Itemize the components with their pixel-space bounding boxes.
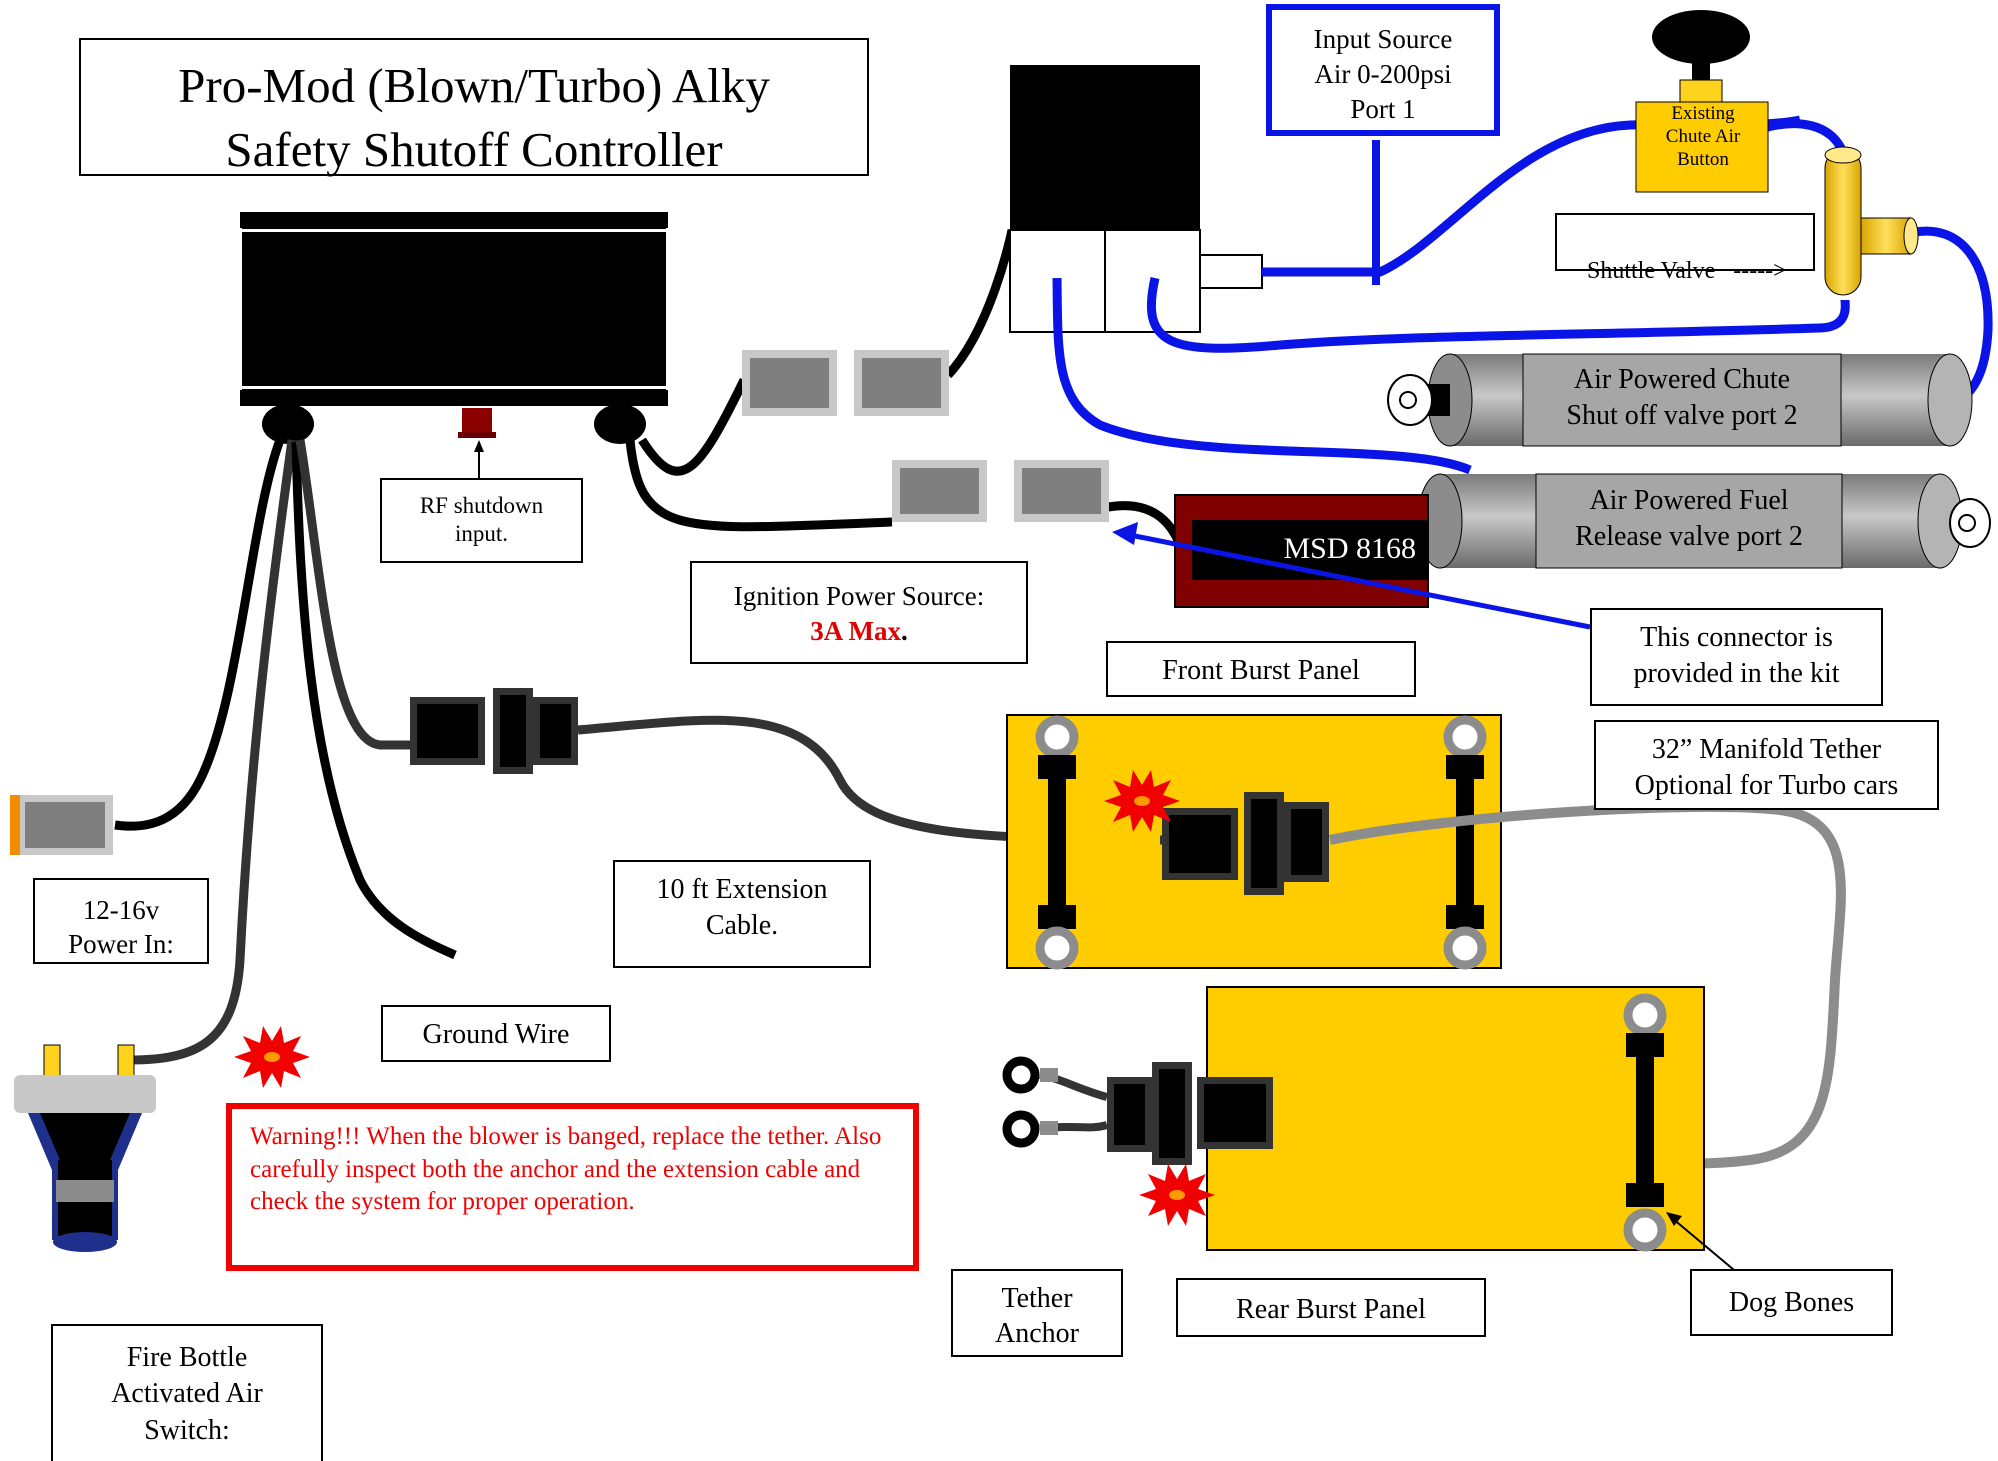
page-title: Pro-Mod (Blown/Turbo) Alky Safety Shutof… <box>79 38 869 177</box>
burst-icon <box>1104 770 1180 832</box>
fuel-valve-line-2: Release valve port 2 <box>1575 521 1803 553</box>
extension-cable-label: 10 ft Extension Cable. <box>613 860 871 968</box>
air-line-button-to-shuttle <box>1762 119 1847 153</box>
fire-bottle-label: Fire Bottle Activated Air Switch: <box>51 1324 323 1461</box>
controller-grommet-left <box>262 404 314 444</box>
input-source-label: Input Source Air 0-200psi Port 1 <box>1266 4 1500 136</box>
power-in-line-2: Power In: <box>68 928 174 959</box>
power-in-label: 12-16v Power In: <box>33 878 209 964</box>
front-tether-connector <box>1162 792 1329 895</box>
dog-bones-label: Dog Bones <box>1690 1269 1893 1336</box>
shuttle-valve-text: Shuttle Valve -----> <box>1587 258 1787 285</box>
manifold-tether-label: 32” Manifold Tether Optional for Turbo c… <box>1594 720 1939 810</box>
manifold-tether-line-2: Optional for Turbo cars <box>1634 770 1899 802</box>
chute-valve-cylinder <box>1387 353 1973 447</box>
msd-label: MSD 8168 <box>1192 532 1428 566</box>
input-source-line-2: Air 0-200psi <box>1314 59 1452 90</box>
connector-note-label: This connector is provided in the kit <box>1590 608 1883 706</box>
tether-anchor-line-1: Tether <box>1001 1283 1073 1314</box>
input-source-line-3: Port 1 <box>1350 94 1416 125</box>
existing-button-label: Existing Chute Air Button <box>1644 103 1762 171</box>
existing-button-line-3: Button <box>1677 148 1729 170</box>
rear-burst-panel-text: Rear Burst Panel <box>1236 1294 1426 1325</box>
ignition-period: . <box>901 616 908 647</box>
air-line-solenoid-to-fuel <box>1052 277 1472 475</box>
fire-bottle-line-3: Switch: <box>144 1414 230 1446</box>
rear-burst-panel-label: Rear Burst Panel <box>1176 1278 1486 1337</box>
rf-shutdown-line-1: RF shutdown <box>419 493 544 518</box>
controller-grommet-right <box>594 404 646 444</box>
msd-text: MSD 8168 <box>1283 532 1416 565</box>
front-burst-panel-label: Front Burst Panel <box>1106 641 1416 697</box>
burst-icon <box>1139 1164 1215 1226</box>
ignition-power-label: Ignition Power Source: 3A Max. <box>690 561 1028 664</box>
air-solenoid <box>1009 65 1263 333</box>
tether-anchor-label: Tether Anchor <box>951 1269 1123 1357</box>
shuttle-valve-label: Shuttle Valve -----> <box>1555 213 1815 284</box>
controller-box <box>240 212 668 406</box>
connector-note-line-1: This connector is <box>1640 622 1833 653</box>
ground-wire-text: Ground Wire <box>422 1019 570 1050</box>
ignition-connector-bottom <box>892 460 1109 522</box>
fuel-valve-label: Air Powered Fuel Release valve port 2 <box>1536 483 1842 556</box>
extension-cable-line-1: 10 ft Extension <box>656 874 828 905</box>
shuttle-valve <box>1824 146 1919 296</box>
tether-anchor-line-2: Anchor <box>995 1318 1079 1349</box>
fire-bottle-line-2: Activated Air <box>111 1378 263 1410</box>
ignition-power-line-1: Ignition Power Source: <box>733 581 985 611</box>
tether-anchor <box>1002 1056 1109 1148</box>
extension-connector <box>410 688 578 774</box>
fuel-valve-line-1: Air Powered Fuel <box>1589 485 1789 516</box>
rf-shutdown-plug <box>458 408 496 438</box>
rear-tether-connector <box>1107 1062 1273 1165</box>
rf-shutdown-line-2: input. <box>454 520 509 546</box>
input-source-line-1: Input Source <box>1313 24 1453 54</box>
fire-bottle-wire <box>129 439 297 1065</box>
connector-note-arrow <box>1112 522 1591 630</box>
existing-chute-button <box>1635 10 1769 193</box>
fire-bottle-line-1: Fire Bottle <box>126 1342 248 1373</box>
extension-cable-line-2: Cable. <box>705 910 779 942</box>
ignition-power-line-2: 3A Max. <box>692 614 1026 649</box>
rf-shutdown-label: RF shutdown input. <box>380 478 583 563</box>
connector-note-line-2: provided in the kit <box>1633 658 1840 690</box>
power-connector <box>10 795 113 855</box>
burst-icon <box>234 1026 310 1088</box>
extension-wire <box>295 439 412 750</box>
fire-bottle-air-switch <box>14 1044 156 1252</box>
warning-box: Warning!!! When the blower is banged, re… <box>226 1103 919 1271</box>
ground-wire <box>291 441 457 960</box>
dog-bones-arrow <box>1666 1212 1741 1276</box>
ignition-max: 3A Max <box>810 616 901 647</box>
rf-shutdown-arrow <box>474 440 484 478</box>
warning-text: Warning!!! When the blower is banged, re… <box>250 1123 882 1215</box>
rear-burst-panel <box>1206 986 1705 1252</box>
dog-bones-text: Dog Bones <box>1728 1287 1855 1318</box>
power-wire <box>114 438 285 831</box>
manifold-tether-line-1: 32” Manifold Tether <box>1651 734 1882 765</box>
chute-valve-line-2: Shut off valve port 2 <box>1566 400 1798 432</box>
air-line-solenoid-to-shuttle <box>1146 277 1850 353</box>
title-line-2: Safety Shutoff Controller <box>225 121 723 177</box>
power-in-line-1: 12-16v <box>82 895 160 925</box>
front-burst-panel-text: Front Burst Panel <box>1162 655 1360 686</box>
chute-valve-label: Air Powered Chute Shut off valve port 2 <box>1523 362 1841 435</box>
title-line-1: Pro-Mod (Blown/Turbo) Alky <box>178 58 770 113</box>
ground-wire-label: Ground Wire <box>381 1005 611 1062</box>
fuel-valve-cylinder <box>1417 473 1991 569</box>
existing-button-line-1: Existing <box>1671 103 1735 124</box>
existing-button-line-2: Chute Air <box>1665 125 1741 147</box>
chute-valve-line-1: Air Powered Chute <box>1573 364 1791 395</box>
ignition-connector-top <box>742 350 949 416</box>
